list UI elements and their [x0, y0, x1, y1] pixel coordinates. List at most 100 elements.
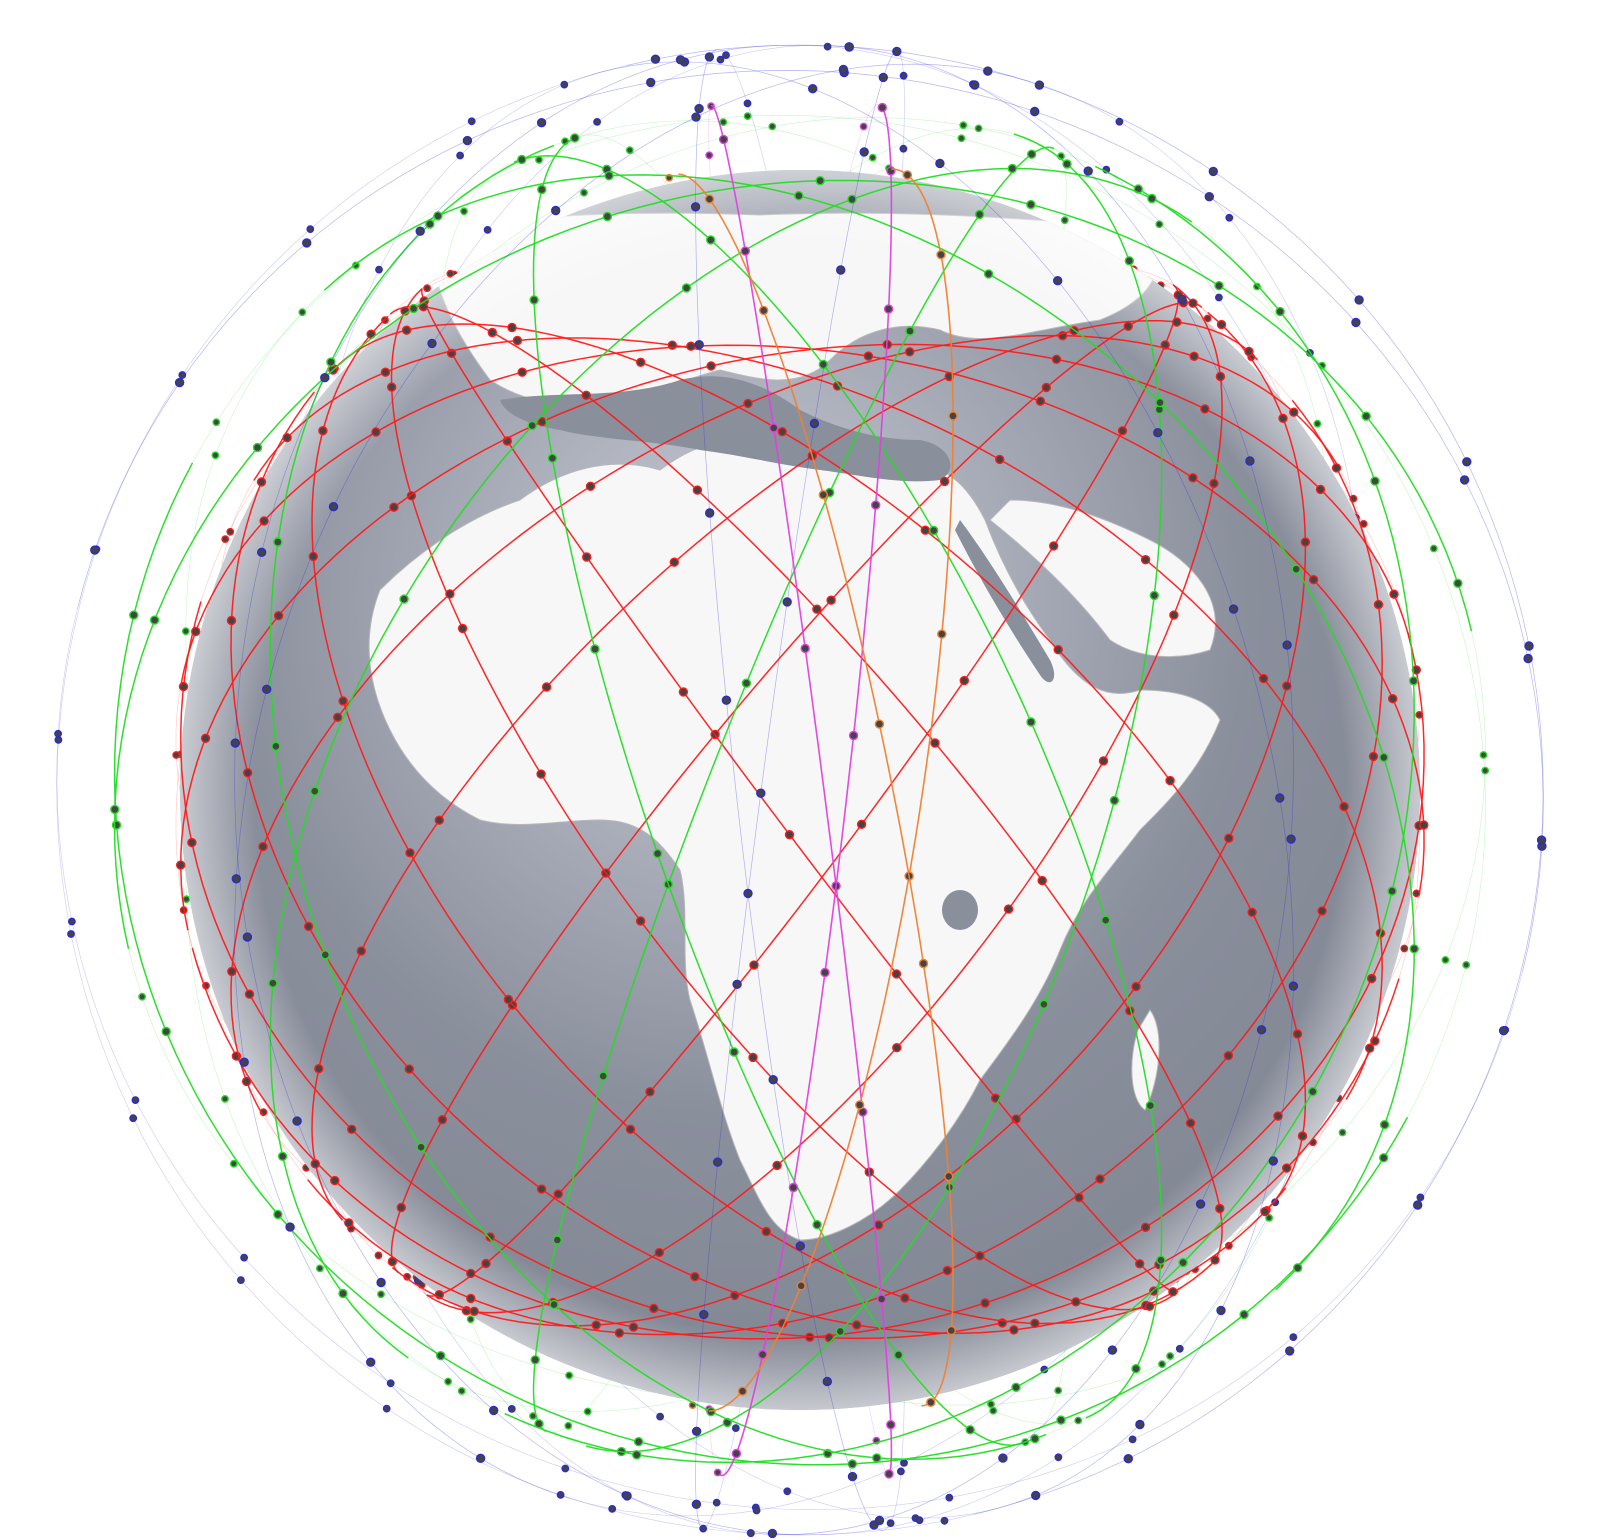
outer-blue-satellite: [1275, 793, 1285, 803]
outer-blue-satellite: [1177, 294, 1187, 304]
inner-red-satellite: [748, 1052, 758, 1063]
green-satellite: [987, 1400, 995, 1409]
inner-red-satellite: [380, 367, 391, 377]
inner-red-satellite: [541, 682, 552, 692]
inner-red-satellite: [423, 284, 431, 293]
outer-blue-satellite: [54, 736, 63, 744]
orange-orbit-plane: [678, 173, 954, 1407]
orange-satellite: [855, 1100, 865, 1110]
outer-blue-satellite: [743, 888, 753, 899]
inner-red-satellite: [1144, 1301, 1155, 1312]
green-satellite: [110, 804, 120, 815]
inner-red-orbit-plane: [230, 391, 1287, 1334]
inner-red-satellite: [1273, 1111, 1283, 1121]
green-satellite: [549, 1299, 559, 1310]
outer-blue-satellite: [1216, 1305, 1226, 1316]
inner-red-satellite: [1131, 981, 1141, 992]
outer-blue-satellite: [1228, 604, 1239, 614]
inner-red-satellite: [1168, 1287, 1178, 1297]
orange-satellite: [926, 1397, 936, 1408]
green-satellite: [1253, 282, 1261, 291]
green-satellite: [377, 1290, 385, 1299]
inner-red-satellite: [1041, 382, 1052, 393]
green-satellite: [1307, 1086, 1318, 1097]
inner-red-satellite: [1258, 673, 1269, 684]
outer-blue-satellite: [822, 1376, 832, 1387]
magenta-satellite: [788, 1182, 799, 1193]
green-satellite: [743, 112, 752, 121]
outer-blue-satellite: [732, 979, 742, 989]
green-satellite: [957, 134, 966, 143]
inner-red-satellite: [1210, 1255, 1220, 1265]
outer-blue-satellite: [1054, 1453, 1063, 1462]
inner-red-satellite: [241, 1076, 252, 1087]
outer-blue-satellite: [1536, 835, 1547, 845]
inner-red-satellite: [1223, 1050, 1234, 1061]
inner-red-satellite: [396, 1202, 406, 1213]
green-orbit-plane: [113, 801, 130, 949]
orange-satellite: [874, 719, 885, 729]
inner-red-satellite: [1117, 426, 1128, 436]
green-satellite: [1378, 1153, 1389, 1163]
inner-red-satellite: [614, 1328, 625, 1338]
inner-red-satellite: [628, 1322, 639, 1332]
green-orbit-plane: [504, 836, 1405, 1464]
green-satellite: [1338, 1128, 1347, 1137]
inner-red-orbit-plane: [307, 830, 1356, 1336]
outer-blue-satellite: [551, 205, 561, 216]
green-satellite: [408, 303, 419, 314]
outer-blue-satellite: [935, 158, 945, 169]
green-satellite: [1481, 766, 1490, 775]
inner-red-satellite: [344, 1218, 354, 1228]
green-orbit-plane: [185, 289, 325, 744]
green-satellite: [1408, 676, 1419, 686]
outer-blue-satellite: [983, 66, 993, 76]
inner-red-satellite: [1317, 906, 1327, 916]
outer-blue-satellite: [809, 418, 820, 429]
green-satellite: [1155, 220, 1164, 229]
outer-blue-satellite: [306, 225, 315, 234]
green-satellite: [1409, 944, 1419, 954]
inner-red-satellite: [187, 837, 197, 848]
inner-red-satellite: [1278, 413, 1288, 423]
inner-red-orbit-plane: [175, 685, 182, 778]
green-satellite: [929, 525, 939, 536]
inner-red-satellite: [221, 535, 230, 543]
outer-blue-satellite: [878, 72, 888, 83]
inner-red-satellite: [536, 1184, 547, 1194]
inner-red-satellite: [1224, 833, 1234, 843]
green-satellite: [221, 1095, 229, 1103]
outer-blue-satellite: [1284, 1346, 1295, 1356]
outer-blue-satellite: [656, 1412, 664, 1421]
green-satellite: [273, 537, 283, 547]
green-satellite: [416, 1142, 426, 1152]
green-satellite: [564, 1421, 573, 1430]
magenta-satellite: [848, 730, 859, 741]
inner-red-satellite: [625, 1124, 636, 1135]
magenta-satellite: [883, 304, 894, 314]
outer-blue-satellite: [386, 1379, 395, 1388]
outer-blue-satellite: [915, 1516, 924, 1525]
outer-blue-orbit-plane: [234, 44, 800, 859]
green-satellite: [565, 1371, 573, 1380]
outer-blue-satellite: [240, 1253, 249, 1262]
outer-blue-satellite: [721, 695, 732, 705]
magenta-satellite: [740, 246, 750, 256]
green-satellite: [1479, 751, 1488, 759]
inner-red-satellite: [1244, 346, 1254, 357]
inner-red-satellite: [905, 347, 915, 357]
outer-blue-satellite: [376, 1277, 386, 1288]
outer-blue-satellite: [899, 71, 908, 80]
outer-blue-satellite: [462, 135, 473, 146]
inner-red-satellite: [1282, 681, 1292, 691]
outer-blue-satellite: [691, 1426, 702, 1437]
outer-blue-satellite: [475, 1453, 486, 1464]
outer-blue-satellite: [68, 917, 76, 926]
green-satellite: [681, 283, 692, 293]
inner-red-satellite: [1051, 354, 1062, 364]
inner-red-orbit-plane: [390, 872, 607, 1274]
magenta-satellite: [769, 423, 779, 433]
green-satellite: [1379, 1119, 1390, 1130]
green-satellite: [1166, 1352, 1175, 1360]
